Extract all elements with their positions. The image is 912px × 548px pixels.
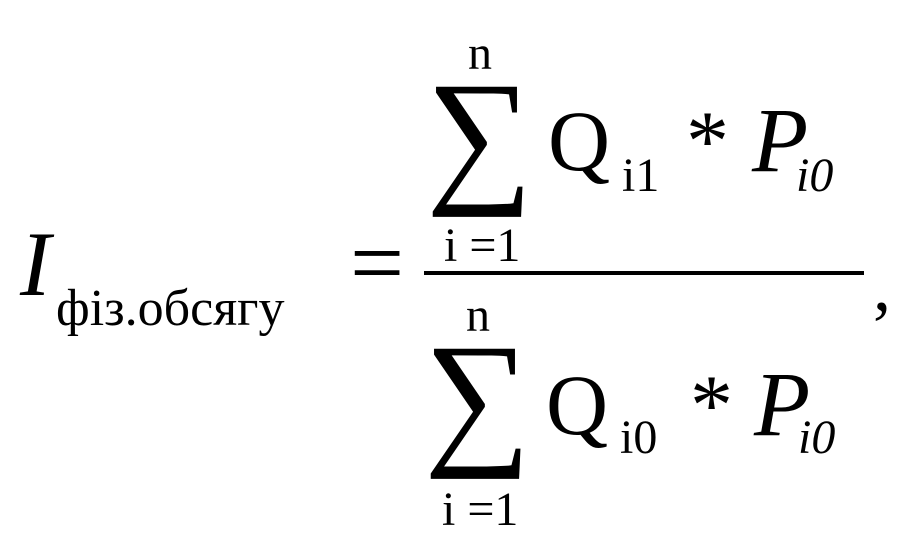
denominator-sum-lower-limit: i =1	[442, 483, 519, 536]
denominator-sum-symbol: ∑	[424, 314, 531, 480]
numerator-price-subscript-text: i0	[796, 149, 834, 202]
numerator-price-symbol: P	[752, 89, 809, 191]
numerator-price-subscript: i0	[796, 152, 833, 200]
denominator-price-subscript-text: i0	[798, 411, 836, 464]
trailing-comma: ,	[873, 246, 891, 326]
index-symbol: I	[20, 213, 51, 315]
numerator-multiply-operator: *	[686, 93, 729, 189]
numerator-sum-lower-limit: i =1	[444, 219, 521, 272]
denominator-price-subscript: i0	[798, 414, 835, 462]
index-subscript: фіз.обсягу	[56, 280, 285, 337]
denominator-quantity-symbol: Q	[546, 357, 609, 453]
denominator-sum-upper-limit: n	[466, 289, 490, 342]
numerator-sum-upper-limit: n	[468, 27, 492, 80]
denominator-price-symbol: P	[754, 353, 811, 455]
denominator-quantity-subscript: i0	[620, 411, 658, 464]
denominator-multiply-operator: *	[690, 357, 733, 453]
fraction-bar	[424, 271, 864, 275]
equals-sign: =	[350, 209, 405, 316]
numerator-quantity-subscript: i1	[622, 149, 660, 202]
numerator-sum-symbol: ∑	[426, 52, 533, 218]
numerator-quantity-symbol: Q	[548, 93, 611, 189]
